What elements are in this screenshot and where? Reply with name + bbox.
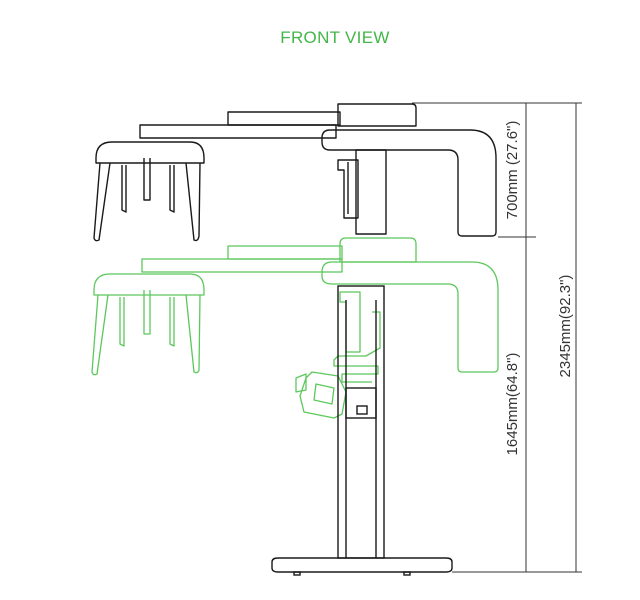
diagram-title: FRONT VIEW: [280, 28, 390, 47]
lowered-unit: [91, 237, 499, 419]
control-panel: [345, 387, 377, 419]
raised-ceph-ear-rod-left: [121, 165, 127, 213]
raised-ceph-ear-rod-mid: [143, 158, 151, 201]
raised-ceph-right-arm: [185, 162, 201, 242]
lowered-ceph-rod-right: [169, 297, 175, 347]
dimension-lines: [412, 102, 582, 573]
lowered-ceph-head: [93, 273, 205, 296]
lowered-ceph-right-arm: [185, 294, 201, 374]
lowered-chin-rest: [333, 311, 381, 383]
raised-unit: [93, 103, 497, 242]
raised-arm-link: [139, 124, 337, 139]
column-and-base: [271, 285, 453, 576]
raised-ceph-left-arm: [93, 162, 111, 242]
raised-column-top: [355, 149, 387, 235]
raised-sensor: [337, 159, 359, 219]
lowered-ceph-rod-mid: [143, 290, 151, 335]
column-outer: [337, 285, 385, 559]
lowered-top-cap: [339, 237, 417, 263]
lowered-arm-link: [141, 258, 343, 273]
raised-ceph-head: [95, 141, 205, 164]
raised-ceph-ear-rod-right: [169, 165, 175, 213]
lowered-sensor: [339, 291, 361, 353]
panel-display: [356, 405, 368, 415]
base-plate: [271, 557, 453, 573]
raised-tube-head: [321, 129, 497, 237]
raised-top-cap: [337, 103, 417, 127]
lowered-handle: [299, 371, 347, 419]
lowered-upper-arm: [227, 245, 343, 260]
raised-upper-arm: [227, 111, 341, 126]
dim-label-1645: 1645mm(64.8"): [504, 353, 521, 456]
lowered-tube-head: [321, 261, 499, 373]
lowered-ceph-rod-left: [119, 297, 125, 347]
dim-label-2345: 2345mm(92.3"): [557, 275, 574, 378]
lowered-ceph-left-arm: [91, 294, 109, 376]
dim-label-700: 700mm (27.6"): [504, 121, 521, 220]
